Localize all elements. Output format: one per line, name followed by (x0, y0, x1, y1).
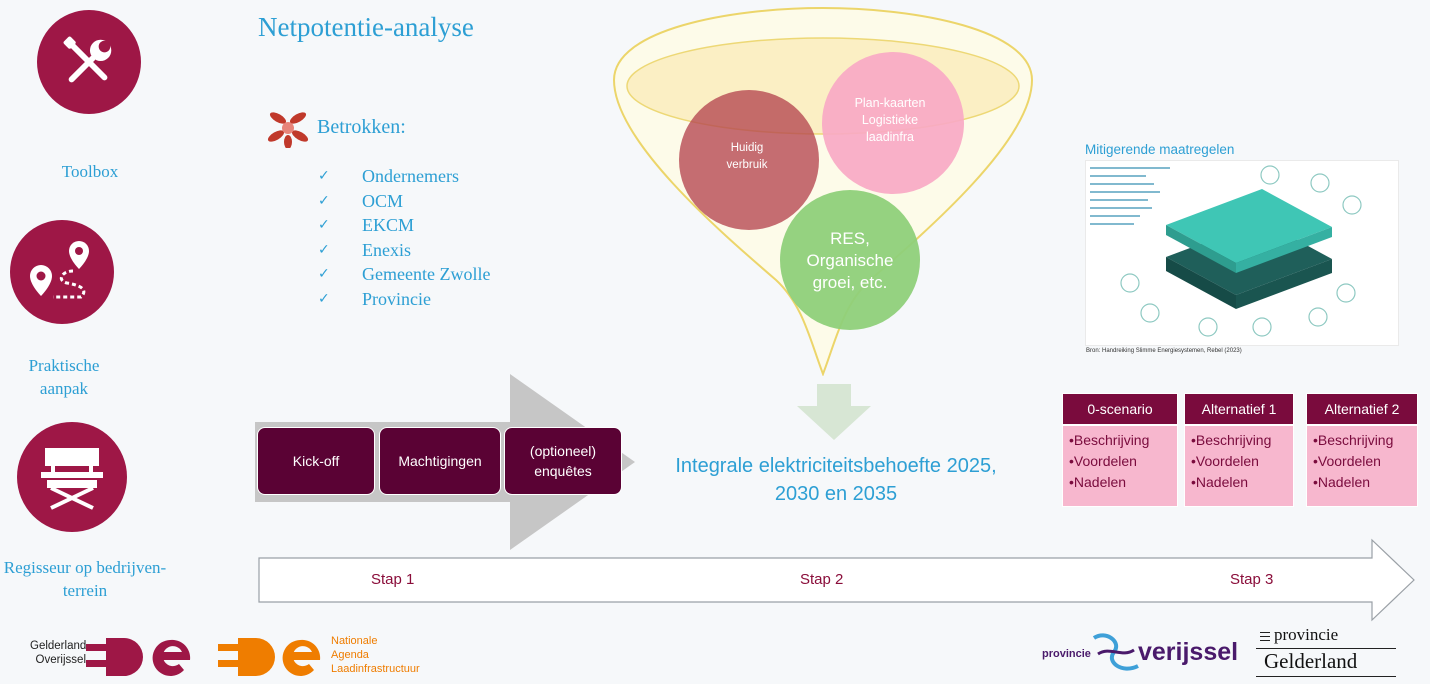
check-icon: ✓ (318, 168, 330, 184)
mitigerende-image (1085, 160, 1399, 346)
hands-together-icon (266, 108, 310, 149)
gelderland-divider (1256, 648, 1396, 649)
stakeholder-list: ✓Ondernemers ✓OCM ✓EKCM ✓Enexis ✓Gemeent… (318, 164, 490, 311)
scenario-body: •Beschrijving •Voordelen •Nadelen (1306, 425, 1418, 507)
integrale-behoefte-text: Integrale elektriciteitsbehoefte 2025, 2… (675, 455, 997, 505)
list-item: ✓Gemeente Zwolle (318, 262, 490, 287)
route-icon[interactable] (10, 220, 114, 324)
scenario-alternatief-2: Alternatief 2 •Beschrijving •Voordelen •… (1306, 393, 1418, 507)
check-icon: ✓ (318, 192, 330, 209)
bubble-huidig-label: Huidig verbruik (726, 142, 768, 171)
bubble-res (780, 190, 920, 330)
overijssel-wave-icon (1092, 633, 1139, 671)
list-item: ✓Ondernemers (318, 164, 490, 189)
mitigerende-source: Bron: Handreiking Slimme Energiesystemen… (1086, 348, 1242, 354)
sidebar-item-praktische-aanpak[interactable]: Praktische aanpak (28, 356, 100, 398)
menu-lines-middle (1260, 636, 1270, 637)
step-kick-off[interactable]: Kick-off (257, 427, 375, 495)
scenario-body: •Beschrijving •Voordelen •Nadelen (1062, 425, 1178, 507)
check-icon: ✓ (318, 290, 330, 307)
list-item: ✓Provincie (318, 287, 490, 312)
timeline-stap-2: Stap 2 (800, 571, 844, 588)
step-machtigingen[interactable]: Machtigingen (379, 427, 501, 495)
scenario-body: •Beschrijving •Voordelen •Nadelen (1184, 425, 1294, 507)
scenario-alternatief-1: Alternatief 1 •Beschrijving •Voordelen •… (1184, 393, 1294, 507)
director-chair-icon[interactable] (17, 422, 127, 532)
betrokken-title: Betrokken: (317, 116, 406, 138)
down-arrow-icon (797, 384, 871, 440)
list-item: ✓Enexis (318, 238, 490, 263)
plug-e-icon (86, 638, 191, 676)
list-item: ✓OCM (318, 189, 490, 214)
provincie-gelderland-logo: provincie Gelderland (1256, 625, 1398, 680)
timeline-stap-3: Stap 3 (1230, 571, 1274, 588)
sidebar-item-regisseur[interactable]: Regisseur op bedrijven- terrein (3, 558, 167, 600)
bubble-res-label: RES, Organische groei, etc. (806, 229, 894, 292)
scenario-0: 0-scenario •Beschrijving •Voordelen •Nad… (1062, 393, 1178, 507)
bubble-plan-label: Plan-kaarten Logistieke laadinfra (854, 96, 926, 144)
tools-icon[interactable] (37, 10, 141, 114)
scenario-title: Alternatief 2 (1306, 393, 1418, 425)
mitigerende-title: Mitigerende maatregelen (1085, 142, 1235, 157)
page-title: Netpotentie-analyse (258, 12, 474, 42)
gelderland-overijssel-logo: Gelderland Overijssel (30, 634, 200, 680)
check-icon: ✓ (318, 241, 330, 258)
scenario-title: 0-scenario (1062, 393, 1178, 425)
bubble-huidig-verbruik (679, 90, 819, 230)
step-enquetes[interactable]: (optioneel) enquêtes (504, 427, 622, 495)
bubble-plan-kaarten (822, 52, 964, 194)
timeline-arrow (258, 538, 1415, 622)
timeline-stap-1: Stap 1 (371, 571, 415, 588)
menu-lines-icon (1260, 632, 1270, 641)
plug-e-orange-icon (218, 638, 321, 676)
check-icon: ✓ (318, 266, 330, 282)
scenario-title: Alternatief 1 (1184, 393, 1294, 425)
sidebar-item-toolbox[interactable]: Toolbox (61, 162, 119, 181)
provincie-overijssel-logo: provincie verijssel (1042, 628, 1242, 678)
gelderland-underline (1256, 676, 1396, 677)
nationale-agenda-logo: Nationale Agenda Laadinfrastructuur (218, 634, 420, 680)
check-icon: ✓ (318, 217, 330, 233)
list-item: ✓EKCM (318, 213, 490, 238)
